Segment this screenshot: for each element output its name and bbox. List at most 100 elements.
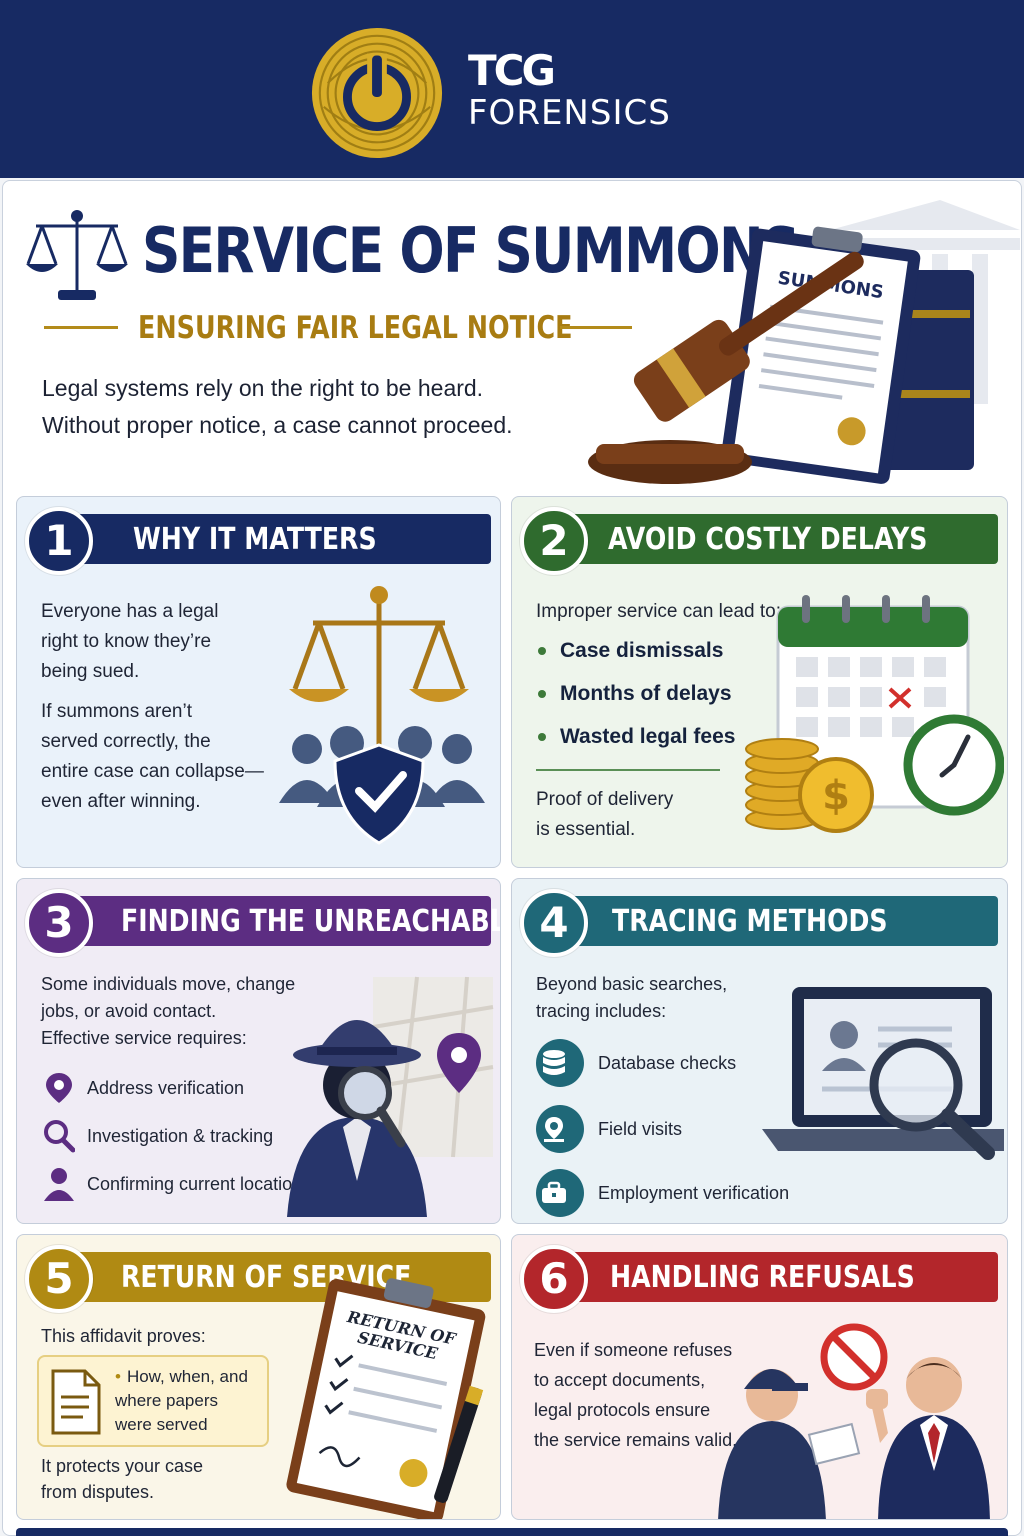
text-line: being sued. bbox=[41, 661, 140, 682]
text-line: Even if someone refuses bbox=[534, 1340, 733, 1360]
map-pin-icon bbox=[536, 1105, 584, 1153]
section-6-header: HANDLING REFUSALS bbox=[556, 1252, 998, 1302]
page-subtitle: ENSURING FAIR LEGAL NOTICE bbox=[138, 310, 573, 346]
text-line: from disputes. bbox=[41, 1482, 155, 1502]
section-finding-the-unreachable: FINDING THE UNREACHABLE 3 Some individua… bbox=[16, 878, 501, 1224]
section-1-number: 1 bbox=[25, 507, 93, 575]
section-5-number: 5 bbox=[25, 1245, 93, 1313]
brand-line-2: FORENSICS bbox=[468, 93, 671, 133]
bullet-text: Case dismissals bbox=[560, 639, 724, 662]
text-span: How, when, and bbox=[126, 1367, 248, 1386]
section-4-header: TRACING METHODS bbox=[556, 896, 998, 946]
calendar-coins-clock-icon: $ bbox=[745, 595, 1004, 833]
requirement-item: Investigation & tracking bbox=[43, 1119, 273, 1153]
bullet-dot bbox=[538, 690, 546, 699]
method-text: Database checks bbox=[598, 1052, 737, 1073]
bullet-item: Months of delays bbox=[538, 682, 732, 706]
database-icon bbox=[536, 1039, 584, 1087]
section-3-number: 3 bbox=[25, 889, 93, 957]
section-4-number: 4 bbox=[520, 889, 588, 957]
bullet-dot bbox=[538, 733, 546, 742]
divider bbox=[536, 769, 720, 771]
scales-of-justice-icon bbox=[26, 210, 128, 300]
section-5-footer: It protects your case from disputes. bbox=[41, 1453, 203, 1505]
section-4-title: TRACING METHODS bbox=[612, 904, 888, 939]
section-3-title: FINDING THE UNREACHABLE bbox=[121, 904, 501, 939]
svg-text:$: $ bbox=[822, 773, 850, 819]
laptop-search-icon bbox=[762, 987, 1004, 1160]
section-tracing-methods: TRACING METHODS 4 Beyond basic searches,… bbox=[511, 878, 1008, 1224]
text-line: jobs, or avoid contact. bbox=[41, 1001, 217, 1021]
briefcase-icon bbox=[536, 1169, 584, 1217]
affidavit-text: • How, when, and where papers were served bbox=[115, 1365, 248, 1437]
bottom-strip bbox=[16, 1528, 1008, 1536]
text-line: the service remains valid. bbox=[534, 1430, 738, 1450]
section-3-header: FINDING THE UNREACHABLE bbox=[61, 896, 500, 946]
text-line: Everyone has a legal bbox=[41, 601, 219, 622]
text-line: served correctly, the bbox=[41, 731, 211, 752]
section-2-header: AVOID COSTLY DELAYS bbox=[556, 514, 998, 564]
method-item: Database checks bbox=[536, 1039, 736, 1087]
fingerprint-power-logo-icon bbox=[311, 27, 443, 159]
return-of-service-clipboard-icon: RETURN OF SERVICE bbox=[286, 1278, 486, 1519]
text-line: It protects your case bbox=[41, 1456, 204, 1476]
method-item: Employment verification bbox=[536, 1169, 789, 1217]
person-icon bbox=[44, 1168, 74, 1201]
page-title: SERVICE OF SUMMONS bbox=[142, 214, 800, 287]
requirement-text: Investigation & tracking bbox=[87, 1125, 274, 1146]
text-line: right to know they’re bbox=[41, 631, 212, 652]
text-line: Proof of delivery bbox=[536, 789, 674, 810]
section-why-it-matters: WHY IT MATTERS 1 Everyone has a legal ri… bbox=[16, 496, 501, 868]
document-icon bbox=[51, 1369, 101, 1435]
section-6-body: Even if someone refuses to accept docume… bbox=[534, 1335, 737, 1455]
section-2-number: 2 bbox=[520, 507, 588, 575]
bullet-text: Months of delays bbox=[560, 682, 732, 705]
section-3-lead: Some individuals move, change jobs, or a… bbox=[41, 971, 295, 1052]
requirement-item: Address verification bbox=[43, 1071, 244, 1105]
intro-line-1: Legal systems rely on the right to be he… bbox=[42, 375, 484, 401]
section-6-number: 6 bbox=[520, 1245, 588, 1313]
text-line: Effective service requires: bbox=[41, 1028, 247, 1048]
section-2-footer: Proof of delivery is essential. bbox=[536, 785, 673, 845]
section-1-header: WHY IT MATTERS bbox=[61, 514, 491, 564]
method-text: Employment verification bbox=[598, 1182, 790, 1203]
text-line: tracing includes: bbox=[536, 1001, 667, 1021]
scales-people-shield-icon bbox=[279, 586, 485, 845]
intro-line-2: Without proper notice, a case cannot pro… bbox=[42, 412, 513, 438]
subtitle-rule-left bbox=[44, 326, 118, 329]
text-line: Some individuals move, change bbox=[41, 974, 296, 994]
method-item: Field visits bbox=[536, 1105, 682, 1153]
bullet-dot bbox=[538, 647, 546, 656]
section-5-lead: This affidavit proves: bbox=[41, 1326, 206, 1346]
section-4-lead: Beyond basic searches, tracing includes: bbox=[536, 971, 727, 1025]
bullet-item: Wasted legal fees bbox=[538, 725, 735, 749]
requirement-text: Confirming current location bbox=[87, 1173, 303, 1194]
section-1-title: WHY IT MATTERS bbox=[133, 522, 377, 557]
bullet-text: Wasted legal fees bbox=[560, 725, 736, 748]
text-line: • How, when, and bbox=[115, 1365, 248, 1389]
text-line: is essential. bbox=[536, 819, 636, 840]
section-6-title: HANDLING REFUSALS bbox=[610, 1260, 915, 1295]
requirement-text: Address verification bbox=[87, 1077, 245, 1098]
bullet-item: Case dismissals bbox=[538, 639, 723, 663]
magnifying-glass-icon bbox=[44, 1120, 75, 1153]
requirement-item: Confirming current location bbox=[43, 1167, 302, 1201]
text-line: where papers bbox=[115, 1391, 219, 1410]
text-line: entire case can collapse— bbox=[41, 761, 264, 782]
location-pin-icon bbox=[46, 1073, 72, 1103]
section-return-of-service: RETURN OF SERVICE 5 This affidavit prove… bbox=[16, 1234, 501, 1520]
section-2-lead: Improper service can lead to: bbox=[536, 601, 782, 622]
refusal-illustration-icon bbox=[718, 1323, 990, 1519]
text-line: were served bbox=[115, 1415, 208, 1434]
text-line: even after winning. bbox=[41, 791, 201, 812]
method-text: Field visits bbox=[598, 1118, 683, 1139]
bullet-dot: • bbox=[115, 1367, 121, 1386]
section-2-title: AVOID COSTLY DELAYS bbox=[608, 522, 928, 557]
detective-map-icon bbox=[287, 976, 494, 1217]
intro-text: Legal systems rely on the right to be he… bbox=[42, 370, 582, 444]
gavel-summons-illustration-icon: SUMMONS bbox=[588, 200, 1020, 484]
brand-line-1: TCG bbox=[468, 46, 556, 95]
brand-header: TCG FORENSICS bbox=[0, 0, 1024, 178]
text-line: legal protocols ensure bbox=[534, 1400, 711, 1420]
text-line: to accept documents, bbox=[534, 1370, 706, 1390]
